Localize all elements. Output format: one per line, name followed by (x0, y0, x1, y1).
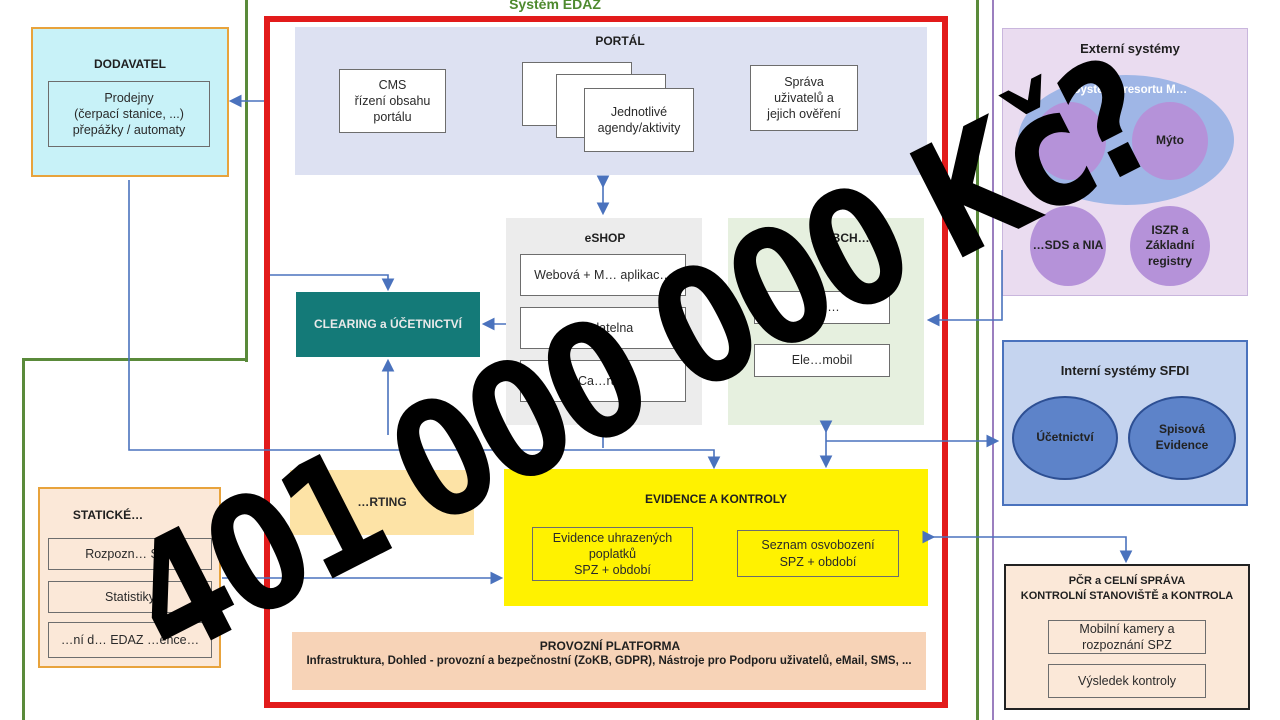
obchod-item-mobil: Ele…mobil (754, 344, 890, 377)
staticke-item-edaz: …ní d… EDAZ …ence… (48, 622, 212, 658)
portal-title: PORTÁL (595, 34, 645, 48)
eshop-title: eSHOP (584, 231, 626, 245)
staticke-item-rozpoznani: Rozpozn… SPZ (48, 538, 212, 570)
eshop-item-podatelna: …odatelna (520, 307, 686, 349)
portal-agendy-box: Jednotlivé agendy/aktivity (584, 88, 694, 152)
externi-circle-myto: Mýto (1132, 102, 1208, 180)
evidence-osvobozeni-box: Seznam osvobození SPZ + období (737, 530, 899, 577)
obchod-title: …OBCH… (810, 231, 870, 245)
green-frame-right (976, 0, 979, 720)
pcr-item-kamery: Mobilní kamery a rozpoznání SPZ (1048, 620, 1206, 654)
green-frame-left-vertical (22, 358, 25, 720)
platforma-panel (292, 632, 926, 690)
dodavatel-title: DODAVATEL (94, 57, 166, 71)
interni-title: Interní systémy SFDI (1060, 363, 1190, 378)
externi-circle-iszr: ISZR a Základní registry (1130, 206, 1210, 286)
platforma-title: PROVOZNÍ PLATFORMA (539, 639, 681, 653)
externi-circle-left (1034, 102, 1106, 180)
externi-title: Externí systémy (1080, 41, 1180, 56)
dodavatel-prodejny-box: Prodejny (čerpací stanice, ...) přepážky… (48, 81, 210, 147)
portal-sprava-box: Správa uživatelů a jejich ověření (750, 65, 858, 131)
pcr-item-vysledek: Výsledek kontroly (1048, 664, 1206, 698)
evidence-uhrazene-box: Evidence uhrazených poplatků SPZ + obdob… (532, 527, 693, 581)
obchod-item-instituce: Insti… (754, 291, 890, 324)
green-frame-bottom-left (22, 358, 248, 361)
pcr-title: PČR a CELNÍ SPRÁVA KONTROLNÍ STANOVIŠTĚ … (1020, 575, 1234, 602)
externi-circle-nia: …SDS a NIA (1030, 206, 1106, 286)
eshop-item-web: Webová + M… aplikac… (520, 254, 686, 296)
reporting-box: …RTING (290, 470, 474, 535)
purple-frame-right (992, 0, 994, 720)
staticke-title: STATICKÉ… (72, 508, 144, 522)
externi-resort-label: Systémy resortu M… (1072, 84, 1188, 96)
green-frame-left (245, 0, 248, 362)
platforma-text: Infrastruktura, Dohled - provozní a bezp… (306, 655, 912, 667)
clearing-box: CLEARING a ÚČETNICTVÍ (296, 292, 480, 357)
staticke-item-statistiky: Statistiky (48, 581, 212, 613)
interni-circle-ucetnictvi: Účetnictví (1012, 396, 1118, 480)
eshop-item-call: Ca…rum (520, 360, 686, 402)
arrow-evidence-to-pcr (922, 530, 1133, 564)
interni-circle-spisova: Spisová Evidence (1128, 396, 1236, 480)
portal-cms-box: CMS řízení obsahu portálu (339, 69, 446, 133)
system-title: Systém EDAZ (509, 0, 601, 12)
evidence-title: EVIDENCE A KONTROLY (644, 492, 788, 506)
